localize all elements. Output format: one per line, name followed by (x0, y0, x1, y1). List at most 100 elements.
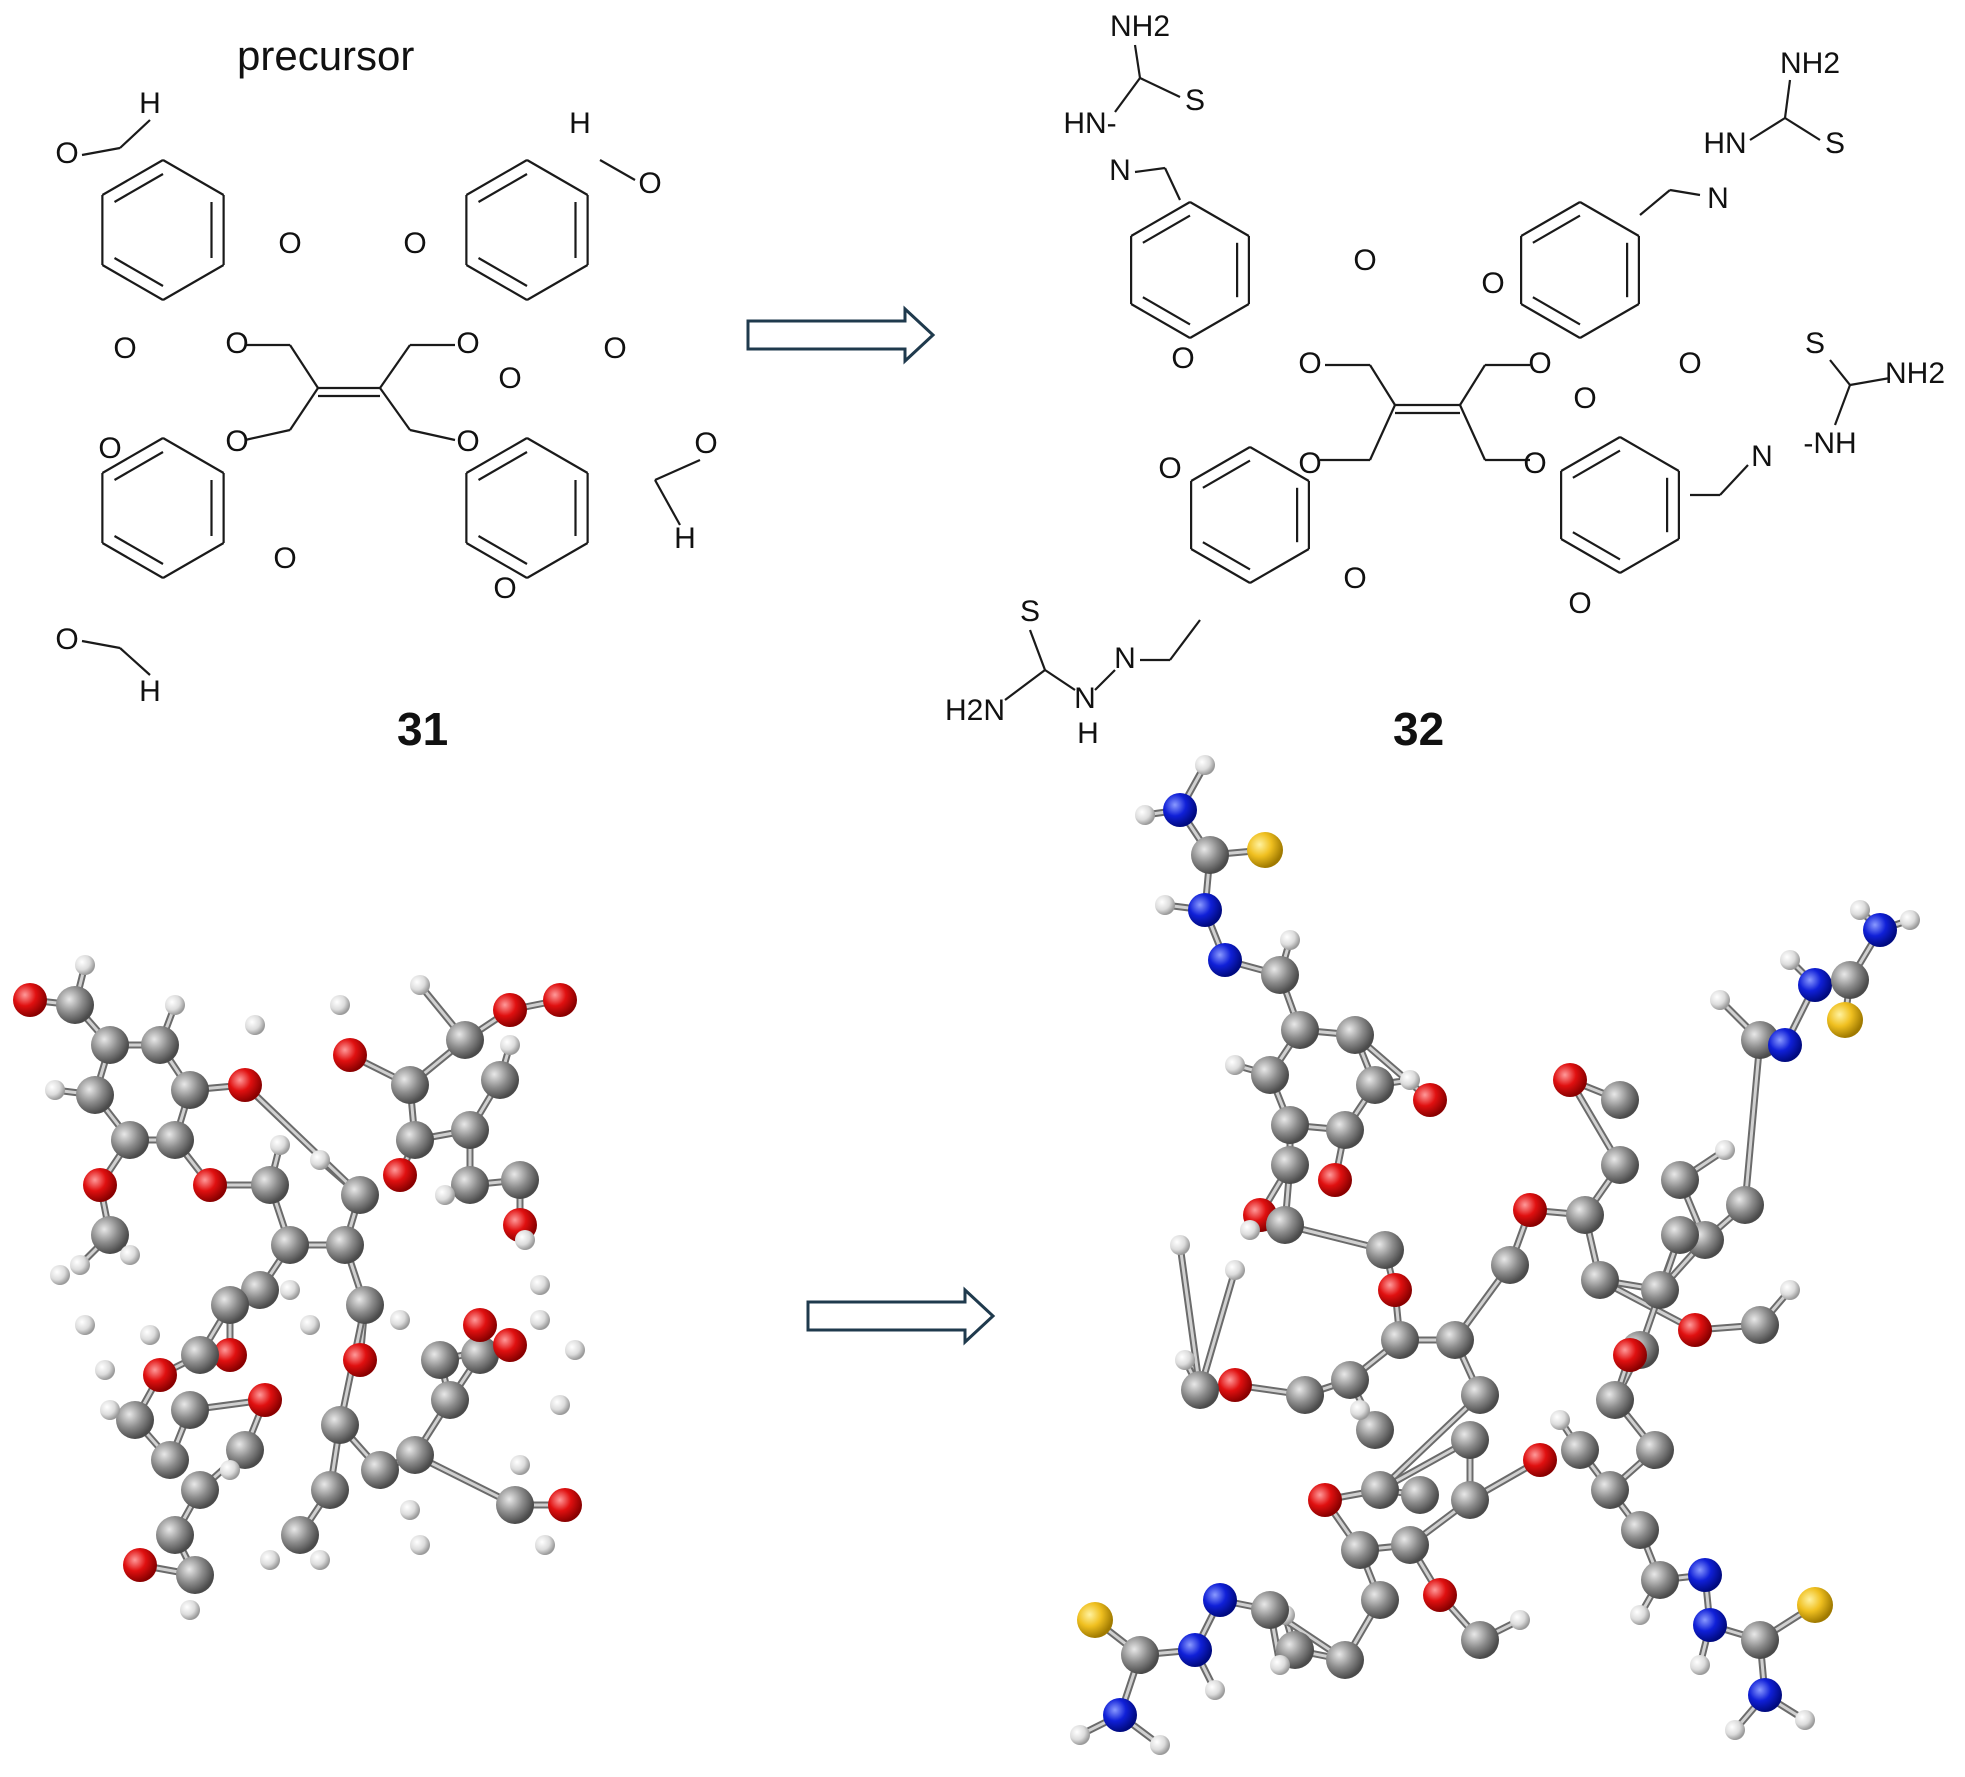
carbon-atom (251, 1166, 289, 1204)
carbon-atom (446, 1021, 484, 1059)
hydrogen-atom (1690, 1655, 1710, 1675)
carbon-atom (1461, 1621, 1499, 1659)
ring-bottom-left-ring-inner-bond (1202, 459, 1251, 489)
carbon-atom (1391, 1526, 1429, 1564)
bond (1028, 629, 1047, 671)
hydrogen-atom (530, 1275, 550, 1295)
carbon-atom (1636, 1431, 1674, 1469)
hydrogen-atom (530, 1310, 550, 1330)
ring-top-left-ring-bond (1189, 303, 1250, 339)
methoxy-oxygen: O (1343, 562, 1366, 595)
carbon-atom (1326, 1111, 1364, 1149)
hydrogen-atom (1780, 950, 1800, 970)
nitrogen-atom (1208, 943, 1242, 977)
carbon-atom (1191, 836, 1229, 874)
oxygen-atom (248, 1383, 282, 1417)
carbon-atom (391, 1066, 429, 1104)
nitrogen-atom (1798, 968, 1832, 1002)
ring-bottom-right-ring-bond (465, 542, 528, 579)
carbon-atom (496, 1486, 534, 1524)
ring-top-right-ring-bond (465, 159, 528, 196)
carbon-atom (281, 1516, 319, 1554)
aldehyde-hydrogen: H (569, 107, 591, 140)
carbon-atom (1461, 1376, 1499, 1414)
aldehyde-hydrogen: H (139, 675, 161, 708)
ring-top-right-ring-inner-bond (477, 173, 528, 203)
carbon-atom (1741, 1306, 1779, 1344)
bond (1849, 376, 1891, 387)
bond (654, 458, 701, 482)
carbon-atom (1601, 1146, 1639, 1184)
bond-stick-highlight (1743, 1038, 1762, 1207)
hydrogen-atom (550, 1395, 570, 1415)
imine-nitrogen: N (1114, 642, 1136, 675)
oxygen-atom (1318, 1163, 1352, 1197)
bond (379, 344, 411, 389)
aldehyde-hydrogen: H (674, 522, 696, 555)
hydrogen-atom (1280, 930, 1300, 950)
carbon-atom (431, 1381, 469, 1419)
ring-top-right-ring-bond (526, 264, 589, 301)
carbon-atom (501, 1161, 539, 1199)
methoxy-oxygen: O (403, 227, 426, 260)
hydrogen-atom (75, 1315, 95, 1335)
carbon-atom (151, 1441, 189, 1479)
oxygen-atom (333, 1038, 367, 1072)
carbon-atom (1451, 1421, 1489, 1459)
carbon-atom (1641, 1271, 1679, 1309)
ring-bottom-right-ring-bond (1560, 436, 1621, 472)
sulfur-atom (1247, 832, 1283, 868)
carbon-atom (171, 1391, 209, 1429)
nitrogen-atom (1203, 1583, 1237, 1617)
hydrogen-atom (435, 1185, 455, 1205)
compound-32-3d-model (1070, 755, 1920, 1755)
carbon-atom (1381, 1321, 1419, 1359)
ring-top-left-ring-bond (1130, 201, 1191, 237)
oxygen-atom (193, 1168, 227, 1202)
carbon-atom (1251, 1056, 1289, 1094)
carbon-atom (346, 1286, 384, 1324)
carbon-atom (76, 1076, 114, 1114)
methoxy-oxygen: O (493, 572, 516, 605)
ring-bottom-left-ring-bond (162, 542, 225, 579)
ring-top-right-ring-bond (526, 159, 589, 196)
methoxy-oxygen: O (1353, 244, 1376, 277)
carbon-atom (1356, 1066, 1394, 1104)
ring-bottom-right-ring-inner-bond (477, 451, 528, 481)
carbon-atom (1641, 1561, 1679, 1599)
methoxy-oxygen: O (1481, 267, 1504, 300)
ether-oxygen: O (1528, 347, 1551, 380)
hydrogen-atom (330, 995, 350, 1015)
bond (1459, 364, 1486, 406)
precursor-label: precursor (237, 32, 414, 79)
bond (1004, 669, 1046, 701)
compound-31-label: 31 (397, 703, 448, 755)
bond (1833, 384, 1852, 426)
carbon-atom (1661, 1216, 1699, 1254)
sulfur-atom (1797, 1587, 1833, 1623)
amino-group: NH2 (1885, 357, 1945, 390)
oxygen-atom (213, 1338, 247, 1372)
hydrogen-atom (1630, 1605, 1650, 1625)
bond (1164, 167, 1181, 201)
carbon-atom (141, 1026, 179, 1064)
hydrazine-hydrogen: H (1077, 717, 1099, 750)
hydrogen-atom (50, 1265, 70, 1285)
ether-oxygen: O (1523, 447, 1546, 480)
bond-stick-highlight (243, 1083, 362, 1197)
carbon-atom (1621, 1511, 1659, 1549)
carbon-atom (311, 1471, 349, 1509)
bond (1044, 669, 1076, 691)
ring-bottom-left-ring-bond (101, 542, 164, 579)
carbon-atom (1491, 1246, 1529, 1284)
hydrogen-atom (1170, 1235, 1190, 1255)
oxygen-atom (493, 993, 527, 1027)
carbon-atom (1251, 1591, 1289, 1629)
hydrogen-atom (515, 1230, 535, 1250)
imine-nitrogen: N (1751, 440, 1773, 473)
nitrogen-atom (1693, 1608, 1727, 1642)
bond (1369, 364, 1396, 406)
ring-bottom-left-ring-bond (1190, 446, 1251, 482)
methoxy-oxygen: O (1158, 452, 1181, 485)
